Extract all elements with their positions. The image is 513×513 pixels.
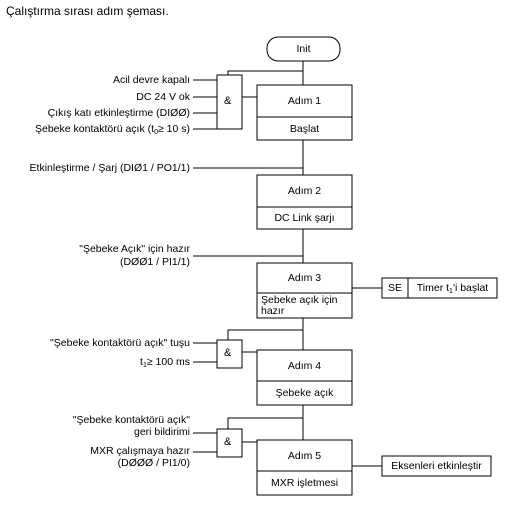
and-gate-1-label: &: [224, 95, 232, 107]
step-3-name: Adım 3: [287, 272, 322, 284]
se-label: SE: [387, 282, 402, 294]
step-1-name: Adım 1: [287, 95, 322, 107]
step-5-desc: MXR işletmesi: [270, 477, 339, 489]
and-gate-2-label: &: [224, 347, 232, 359]
step-2-name: Adım 2: [287, 185, 322, 197]
and-gate-3-label: &: [224, 436, 232, 448]
step-3-desc-line1: Şebeke açık için: [261, 294, 338, 306]
init-label: Init: [296, 43, 311, 55]
step-4-desc: Şebeke açık: [275, 387, 334, 399]
input-sebeke-acik-hazir-code: (DØØ1 / PI1/1): [119, 256, 190, 268]
input-acil-devre: Acil devre kapalı: [112, 74, 190, 86]
step-4-name: Adım 4: [287, 360, 322, 372]
input-mxr-hazir-code: (DØØØ / PI1/0): [117, 457, 190, 469]
input-dc24v: DC 24 V ok: [136, 91, 190, 103]
step-3-desc-line2: hazır: [261, 305, 285, 317]
diagram-title: Çalıştırma sırası adım şeması.: [6, 4, 169, 18]
input-cikis-kati: Çıkış katı etkinleştirme (DIØØ): [47, 107, 190, 119]
input-sebeke-kontaktoru: Şebeke kontaktörü açık (t0≥ 10 s): [34, 123, 190, 136]
step-2-desc: DC Link şarjı: [274, 212, 335, 224]
step-5-name: Adım 5: [287, 450, 322, 462]
step-1-desc: Başlat: [289, 123, 320, 135]
timer-label: Timer t1'i başlat: [416, 282, 489, 295]
input-etkinlestirme-sarj: Etkinleştirme / Şarj (DIØ1 / PO1/1): [29, 162, 190, 174]
input-geri-bildirim-line2: geri bildirimi: [133, 426, 190, 438]
input-sebeke-acik-hazir: "Şebeke Açık" için hazır: [79, 243, 190, 255]
input-geri-bildirim-line1: "Şebeke kontaktörü açık": [72, 414, 190, 426]
input-mxr-hazir: MXR çalışmaya hazır: [90, 445, 190, 457]
step-5-action: Eksenleri etkinleştir: [391, 460, 482, 472]
input-kontaktor-tusu: "Şebeke kontaktörü açık" tuşu: [50, 337, 190, 349]
input-t1-condition: t1≥ 100 ms: [140, 356, 190, 369]
